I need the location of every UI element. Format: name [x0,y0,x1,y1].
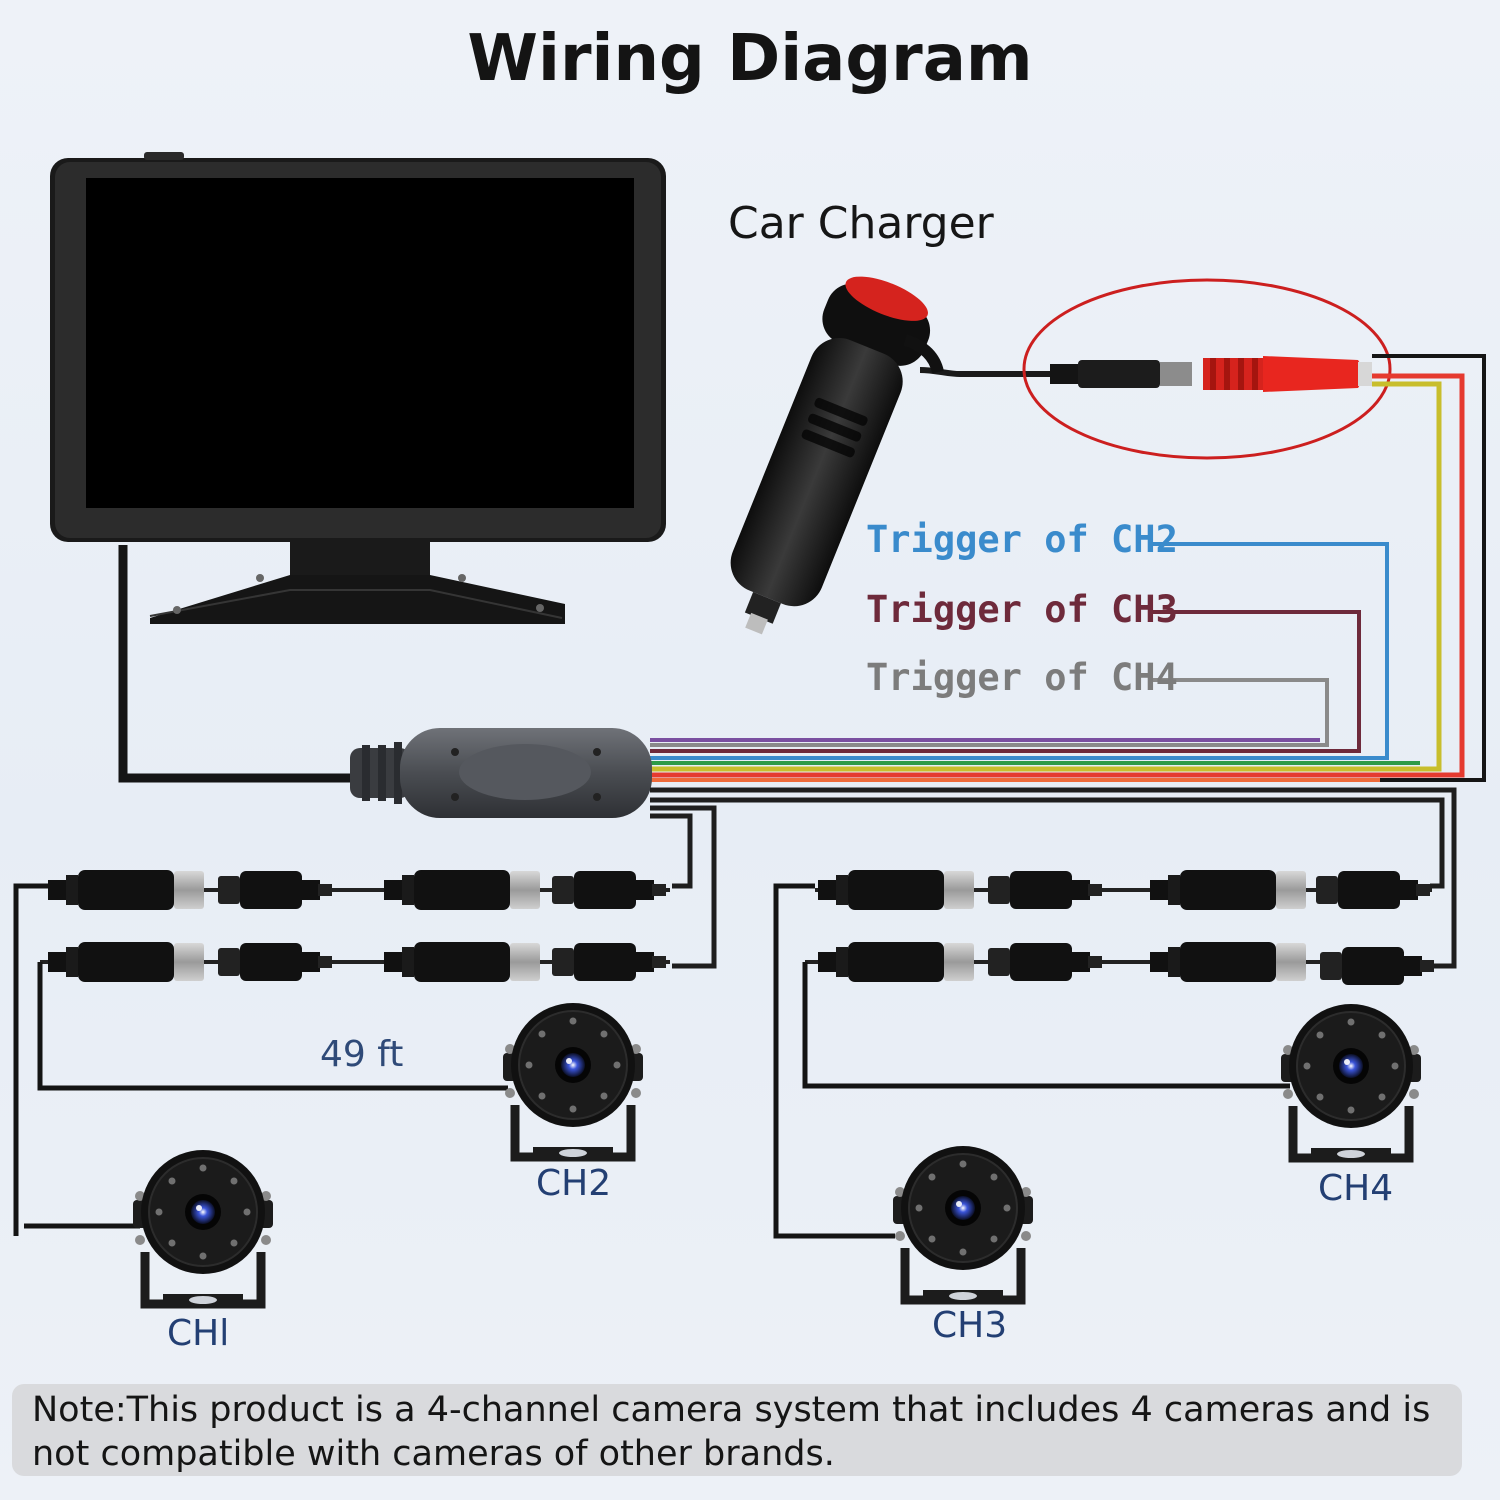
camera-ch2 [503,1003,643,1159]
monitor [50,152,666,624]
diagram-title: Wiring Diagram [467,22,1033,96]
extension-cables-right [805,870,1434,985]
camera-ch4 [1281,1004,1421,1160]
cable-length-label: 49 ft [320,1034,404,1075]
camera-ch3 [893,1146,1033,1302]
channel-label-ch4: CH4 [1318,1168,1394,1209]
trigger-ch3-label: Trigger of CH3 [866,588,1178,631]
trunk-cables [650,787,1457,969]
connector-highlight-ring [1022,278,1392,460]
car-charger-label: Car Charger [728,198,994,249]
car-charger [730,276,1372,635]
channel-label-ch1: CHl [167,1313,230,1354]
wire-bundle [650,354,1486,782]
channel-label-ch2: CH2 [536,1163,612,1204]
trigger-ch4-label: Trigger of CH4 [866,656,1178,699]
splitter-connector [350,728,652,818]
camera-cables [13,883,1290,1239]
extension-cables-left [40,870,670,982]
trigger-ch2-label: Trigger of CH2 [866,518,1178,561]
monitor-cable [118,545,360,783]
compatibility-note: Note:This product is a 4-channel camera … [12,1384,1462,1476]
camera-ch1 [133,1150,273,1306]
channel-label-ch3: CH3 [932,1305,1008,1346]
